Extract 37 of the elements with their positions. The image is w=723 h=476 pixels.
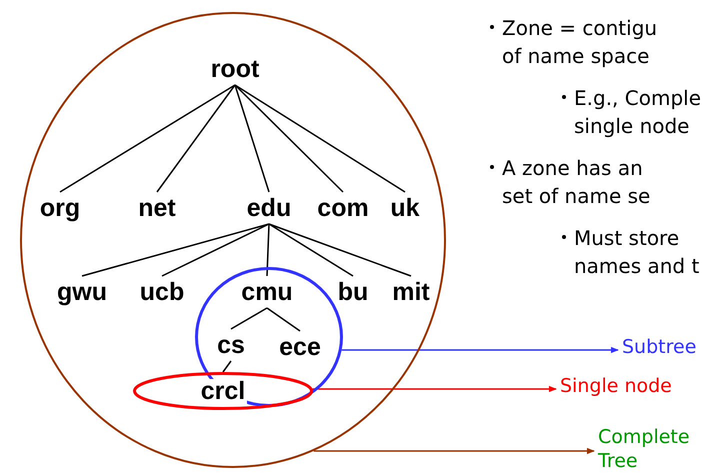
domain-label: mit <box>391 280 431 304</box>
bullet-text: E.g., Comple single node <box>574 85 702 140</box>
tree-line <box>162 223 270 277</box>
zone-label: Complete Tree <box>598 426 691 474</box>
tree-line <box>266 307 300 332</box>
tree-line <box>234 84 270 192</box>
bullet-text: A zone has an set of name se <box>502 155 652 210</box>
tree-line <box>234 84 344 193</box>
bullet-text: Must store names and t <box>574 225 700 280</box>
domain-label: bu <box>336 280 370 304</box>
tree-line <box>266 224 270 276</box>
tree-line <box>268 223 412 277</box>
tree-line <box>230 307 268 330</box>
domain-label: com <box>316 196 370 220</box>
tree-line <box>268 223 354 277</box>
domain-label: edu <box>246 196 292 220</box>
tree-line <box>82 223 270 277</box>
domain-label: uk <box>389 196 421 220</box>
arrow <box>342 346 619 354</box>
domain-label: ece <box>278 334 322 360</box>
arrow <box>312 386 557 392</box>
domain-label: ucb <box>138 280 186 304</box>
domain-label: org <box>38 196 82 220</box>
domain-label: crcl <box>198 378 248 404</box>
tree-line <box>60 84 236 193</box>
domain-label: net <box>137 196 177 220</box>
zone-label: Subtree <box>622 336 696 360</box>
tree-line <box>156 84 236 192</box>
domain-label: cmu <box>240 280 294 304</box>
tree-line <box>234 84 406 193</box>
domain-label: gwu <box>56 280 108 304</box>
domain-label: cs <box>216 332 246 358</box>
tree-line <box>222 360 232 372</box>
arrow <box>314 448 595 454</box>
zone-label: Single node <box>560 375 672 399</box>
bullet-text: Zone = contigu of name space <box>502 15 658 70</box>
domain-label: root <box>210 56 260 82</box>
